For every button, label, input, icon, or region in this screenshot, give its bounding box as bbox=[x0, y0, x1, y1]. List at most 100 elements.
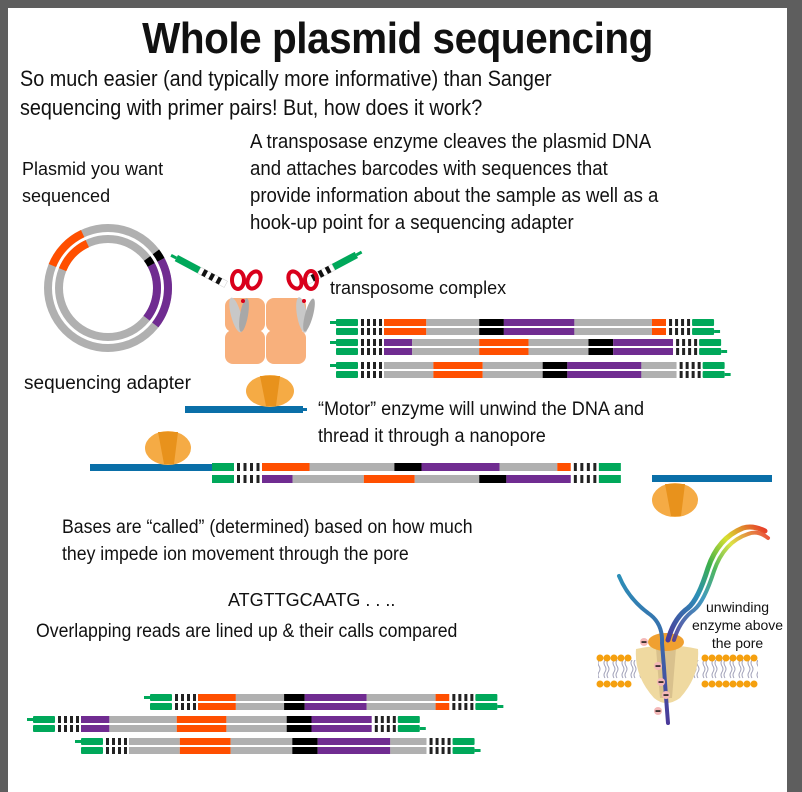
adapter-green bbox=[598, 463, 621, 471]
double-strand-dna bbox=[665, 524, 768, 643]
barcode-stripe bbox=[593, 463, 597, 471]
barcode-stripe bbox=[687, 328, 691, 335]
sequencing-adapter bbox=[185, 375, 307, 413]
motor-enzyme-label: “Motor” enzyme will unwind the DNA and t… bbox=[318, 396, 644, 450]
segment-gray bbox=[641, 371, 677, 378]
segment-black bbox=[286, 716, 312, 723]
barcode-stripe bbox=[187, 703, 190, 710]
barcode-stripe bbox=[181, 694, 184, 701]
barcode-stripe bbox=[464, 703, 468, 710]
barcode-stripe bbox=[580, 475, 584, 483]
segment-purple bbox=[317, 738, 391, 745]
barcode-stripe bbox=[361, 339, 364, 346]
adapter-tail bbox=[474, 749, 481, 752]
barcode-stripe bbox=[106, 747, 109, 754]
barcode-stripe bbox=[694, 339, 698, 346]
adapter-green bbox=[81, 747, 103, 754]
adapter-green bbox=[397, 725, 420, 732]
adapter-tail bbox=[144, 696, 150, 699]
segment-gray bbox=[384, 371, 434, 378]
barcode-stripe bbox=[685, 362, 689, 369]
barcode bbox=[666, 319, 693, 326]
barcode-stripe bbox=[681, 328, 685, 335]
barcode-stripe bbox=[669, 319, 673, 326]
barcode-stripe bbox=[361, 319, 364, 326]
segment-gray bbox=[574, 319, 652, 326]
barcode bbox=[449, 694, 476, 701]
segment-orange bbox=[433, 362, 483, 369]
lipid-head bbox=[708, 654, 716, 662]
segment-purple bbox=[304, 703, 367, 710]
segment-gray bbox=[412, 348, 480, 355]
barcode-stripe bbox=[441, 747, 445, 754]
plasmid-segment-orange bbox=[58, 239, 90, 272]
barcode-stripe bbox=[470, 694, 474, 701]
barcode-stripe bbox=[373, 362, 376, 369]
segment-gray bbox=[129, 738, 180, 745]
adapter-tail bbox=[419, 727, 426, 730]
segment-purple bbox=[81, 716, 110, 723]
barcode-stripe bbox=[175, 703, 178, 710]
barcode bbox=[426, 738, 453, 745]
adapter-green bbox=[150, 703, 172, 710]
transposase-description-line-1: A transposase enzyme cleaves the plasmid… bbox=[250, 131, 652, 153]
barcode-stripe bbox=[373, 371, 376, 378]
barcode bbox=[426, 747, 453, 754]
base-calling-label: Bases are “called” (determined) based on… bbox=[62, 514, 473, 568]
barcode-stripe bbox=[361, 362, 364, 369]
called-label-line-2: they impede ion movement through the por… bbox=[62, 544, 409, 565]
barcode-stripe bbox=[458, 694, 462, 701]
barcode-stripe bbox=[373, 339, 376, 346]
plasmid-segment-black bbox=[152, 249, 165, 262]
adapter-tail bbox=[330, 321, 336, 324]
barcode-stripe bbox=[386, 716, 390, 723]
barcode bbox=[358, 362, 384, 369]
barcode-stripe bbox=[367, 362, 370, 369]
minus-sign bbox=[655, 665, 661, 667]
plasmid-segment-orange bbox=[48, 229, 85, 268]
adapter-green bbox=[452, 747, 475, 754]
segment-black bbox=[542, 362, 568, 369]
lipid-head bbox=[722, 654, 730, 662]
barcode-stripe bbox=[237, 463, 240, 471]
motor-label-line-2: thread it through a nanopore bbox=[318, 426, 546, 447]
segment-purple bbox=[384, 348, 413, 355]
barcode-stripe bbox=[435, 738, 439, 745]
adapter-green bbox=[702, 362, 725, 369]
segment-black bbox=[292, 747, 318, 754]
barcode-stripe bbox=[256, 475, 260, 483]
segment-orange bbox=[435, 703, 450, 710]
adapter-green bbox=[598, 475, 621, 483]
barcode-stripe bbox=[669, 328, 673, 335]
segment-black bbox=[284, 703, 305, 710]
barcode-stripe bbox=[124, 738, 127, 745]
barcode-stripe bbox=[250, 463, 253, 471]
barcode-stripe bbox=[367, 348, 370, 355]
barcode-stripe bbox=[361, 371, 364, 378]
adapter-tail bbox=[330, 341, 336, 344]
barcode-stripe bbox=[250, 475, 253, 483]
plasmid-diagram bbox=[44, 224, 172, 352]
adapter-tail bbox=[330, 364, 336, 367]
scissors-icon bbox=[286, 269, 319, 333]
dna-fragment bbox=[27, 716, 426, 732]
segment-gray bbox=[426, 319, 480, 326]
barcode-stripe bbox=[687, 319, 691, 326]
barcode-stripe bbox=[361, 348, 364, 355]
lipid-head bbox=[736, 654, 744, 662]
barcode-stripe bbox=[586, 463, 590, 471]
barcode-stripe bbox=[697, 362, 701, 369]
barcode-stripe bbox=[676, 339, 680, 346]
segment-orange bbox=[651, 328, 667, 335]
barcode bbox=[358, 371, 384, 378]
lipid-head bbox=[603, 680, 611, 688]
lipid-head bbox=[596, 654, 604, 662]
segment-gray bbox=[426, 328, 480, 335]
unwinding-enzyme bbox=[648, 633, 684, 651]
barcode-stripe bbox=[682, 348, 686, 355]
segment-gray bbox=[226, 725, 287, 732]
barcode-stripe bbox=[367, 339, 370, 346]
barcode bbox=[234, 475, 262, 483]
threading-adapters bbox=[90, 431, 772, 517]
adapter-green bbox=[336, 371, 358, 378]
